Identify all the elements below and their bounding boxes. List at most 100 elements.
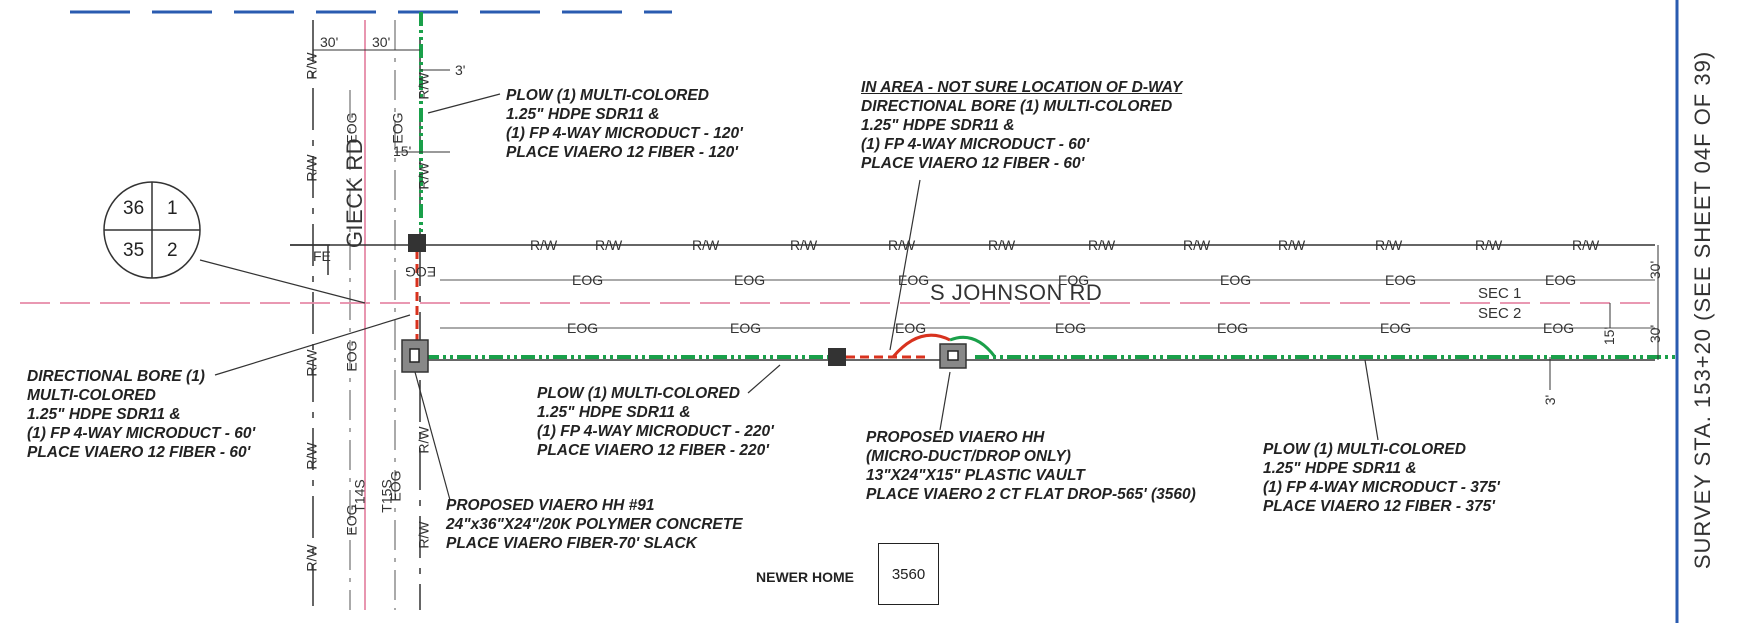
note-line: (1) FP 4-WAY MICRODUCT - 60' [27,425,256,442]
label-eog-s2: EOG [730,320,762,336]
label-rw-5: R/W [888,237,916,253]
leader-plow220 [747,364,781,394]
label-rw-v3: R/W [303,349,320,377]
drop-loop-green [949,335,997,358]
note-line: PROPOSED VIAERO HH #91 [446,497,655,514]
dim-30-c: 30' [1647,260,1664,280]
note-line: DIRECTIONAL BORE (1) [27,368,205,385]
note-line: 1.25" HDPE SDR11 & [1263,460,1417,477]
label-rw-12: R/W [1572,237,1600,253]
quadrant-2: 2 [167,240,178,261]
dim-3-b: 3' [1542,394,1559,406]
note-line: PLACE VIAERO 12 FIBER - 60' [27,444,251,461]
leader-hh91 [414,371,451,501]
label-eog-s7: EOG [1543,320,1575,336]
label-eog-n2: EOG [734,272,766,288]
label-fe: FE [313,248,331,264]
handhole-mid [828,348,846,366]
note-hh-91: PROPOSED VIAERO HH #91 24"x36"X24"/20K P… [446,496,743,553]
note-line: 1.25" HDPE SDR11 & [861,117,1015,134]
note-line: PROPOSED VIAERO HH [866,429,1045,446]
note-line: PLACE VIAERO 2 CT FLAT DROP-565' (3560) [866,486,1196,503]
label-rw-7: R/W [1088,237,1116,253]
survey-station-note: SURVEY STA. 153+20 (SEE SHEET 04F OF 39) [1690,50,1715,570]
label-rw-v8: R/W [415,426,432,454]
label-eog-s3: EOG [895,320,927,336]
note-line: DIRECTIONAL BORE (1) MULTI-COLORED [861,98,1173,115]
leader-hh-micro [939,371,951,431]
label-eog-flipped: EOG [405,264,437,280]
note-line: PLACE VIAERO 12 FIBER - 60' [861,155,1085,172]
leader-bore-top [889,179,921,351]
home-address: 3560 [891,565,926,583]
label-eog-n1: EOG [572,272,604,288]
dim-3-a: 3' [455,62,466,78]
note-line: PLACE VIAERO 12 FIBER - 375' [1263,498,1495,515]
note-line: PLOW (1) MULTI-COLORED [506,87,709,104]
label-rw-v5: R/W [303,544,320,572]
note-line: 1.25" HDPE SDR11 & [506,106,660,123]
label-t15s: T15S [378,479,395,513]
label-sec2: SEC 2 [1478,305,1522,322]
label-sec1: SEC 1 [1478,285,1522,302]
handhole-91-inner [409,348,420,363]
label-rw-v7: R/W [415,162,432,190]
note-line: (MICRO-DUCT/DROP ONLY) [866,448,1071,465]
note-line: MULTI-COLORED [27,387,156,404]
quadrant-35: 35 [123,240,145,261]
home-label: NEWER HOME [756,569,854,585]
label-eog-v3: EOG [343,340,360,372]
handhole-micro-inner [947,350,959,361]
label-eog-n4: EOG [1058,272,1090,288]
note-bore-60-top: IN AREA - NOT SURE LOCATION OF D-WAY DIR… [861,78,1182,173]
label-rw-1: R/W [530,237,558,253]
label-rw-6: R/W [988,237,1016,253]
label-rw-v1: R/W [303,52,320,80]
note-line: (1) FP 4-WAY MICRODUCT - 60' [861,136,1090,153]
note-plow-375: PLOW (1) MULTI-COLORED 1.25" HDPE SDR11 … [1263,440,1500,516]
note-bore-60-left: DIRECTIONAL BORE (1) MULTI-COLORED 1.25"… [27,367,255,462]
note-line: PLACE VIAERO 12 FIBER - 120' [506,144,738,161]
quadrant-36: 36 [123,198,145,219]
label-eog-s6: EOG [1380,320,1412,336]
note-plow-120: PLOW (1) MULTI-COLORED 1.25" HDPE SDR11 … [506,86,743,162]
label-eog-n6: EOG [1385,272,1417,288]
label-eog-n5: EOG [1220,272,1252,288]
label-eog-s4: EOG [1055,320,1087,336]
home-address-box: 3560 [878,543,939,605]
note-line: 1.25" HDPE SDR11 & [537,404,691,421]
dim-15-a: 15' [393,143,412,159]
quadrant-1: 1 [167,198,178,219]
handhole-gieck-north [408,234,426,252]
note-line: PLOW (1) MULTI-COLORED [537,385,740,402]
dim-30-d: 30' [1647,324,1664,344]
label-rw-4: R/W [790,237,818,253]
label-rw-3: R/W [692,237,720,253]
note-line: PLACE VIAERO 12 FIBER - 220' [537,442,769,459]
label-rw-v9: R/W [415,521,432,549]
drop-loop-red [891,333,951,358]
leader-plow120 [427,93,501,114]
dim-30-b: 30' [372,34,391,50]
note-line: 1.25" HDPE SDR11 & [27,406,181,423]
note-line: 13"X24"X15" PLASTIC VAULT [866,467,1085,484]
note-line: (1) FP 4-WAY MICRODUCT - 375' [1263,479,1500,496]
label-rw-9: R/W [1278,237,1306,253]
note-line: PLOW (1) MULTI-COLORED [1263,441,1466,458]
label-rw-v6: R/W [415,72,432,100]
dim-30-a: 30' [320,34,339,50]
note-hh-micro: PROPOSED VIAERO HH (MICRO-DUCT/DROP ONLY… [866,428,1196,504]
leader-plow375 [1364,359,1379,441]
note-line: (1) FP 4-WAY MICRODUCT - 120' [506,125,743,142]
label-rw-v4: R/W [303,442,320,470]
label-rw-v2: R/W [303,154,320,182]
label-eog-v2: EOG [389,112,406,144]
note-plow-220: PLOW (1) MULTI-COLORED 1.25" HDPE SDR11 … [537,384,774,460]
label-rw-8: R/W [1183,237,1211,253]
leader-quadrant [199,259,366,304]
note-line: PLACE VIAERO FIBER-70' SLACK [446,535,697,552]
label-eog-v1: EOG [343,112,360,144]
note-line: (1) FP 4-WAY MICRODUCT - 220' [537,423,774,440]
label-eog-n3: EOG [898,272,930,288]
